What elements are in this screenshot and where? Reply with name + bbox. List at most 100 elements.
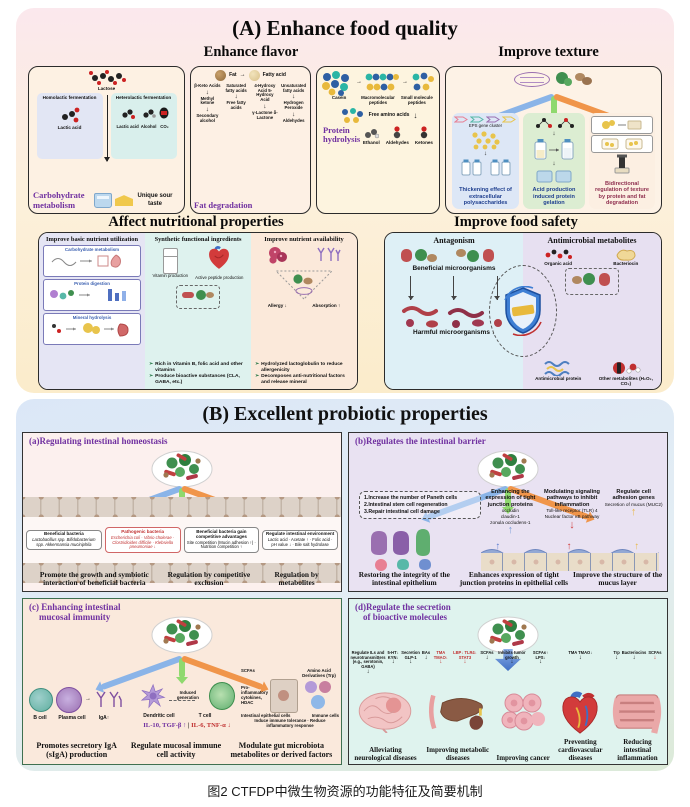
iga-group: → B cell Plasma cell IgA↑ bbox=[29, 687, 133, 721]
neuro-ann-1: Regulate ILs and neurotransmitters (e.g.… bbox=[350, 650, 386, 670]
tumor-cells-icon bbox=[501, 693, 546, 731]
signaling-column: Modulating signaling pathways to inhibit… bbox=[543, 489, 602, 535]
epithelium-strip bbox=[23, 497, 341, 517]
harmful-label: Harmful microorganisms ↓ bbox=[413, 328, 495, 336]
intestinal-epithelial-cell-icon bbox=[270, 678, 298, 713]
aldehydes: Aldehydes bbox=[282, 117, 305, 123]
small-molecule-peptides-label: Small molecule peptides bbox=[400, 95, 433, 105]
producer-microbes-box bbox=[565, 268, 619, 296]
protein-diagram-box: Protein digestion bbox=[43, 279, 141, 311]
subpanel-c-title: (c) Enhancing intestinal mucosal immunit… bbox=[29, 602, 121, 622]
antibody-icons bbox=[317, 247, 341, 261]
t-cell-label: T cell bbox=[198, 713, 212, 719]
pathogenic-bacteria-list: Escherichia coli · Vibrio cholerae · Clo… bbox=[111, 534, 175, 550]
tlr-item: Toll-like receptor (TLR) 4 bbox=[546, 507, 598, 513]
protein-degradation-box bbox=[591, 116, 653, 134]
lactose-label: Lactose bbox=[97, 86, 116, 91]
ethanol-label: Ethanol bbox=[362, 139, 380, 145]
scfas-label: SCFAs bbox=[241, 668, 255, 673]
secondary-alcohol: Secondary alcohol bbox=[196, 113, 219, 123]
microbiome-icon bbox=[150, 615, 214, 660]
up-arrow-icon: ↑ bbox=[507, 524, 514, 537]
texture-analyzer-icon bbox=[614, 154, 630, 174]
down-arrow-icon: ↓ bbox=[463, 659, 467, 666]
availability-triangle-icon bbox=[274, 270, 334, 300]
bioactive-bullet: Produce bioactive substances (CLA, GABA,… bbox=[155, 373, 240, 385]
basic-nutrient-column: Improve basic nutrient utilization Carbo… bbox=[39, 233, 145, 389]
homeostasis-label-2: Regulation by competitive exclusion bbox=[167, 569, 251, 588]
b-cell-icon bbox=[29, 688, 53, 712]
carbohydrate-metabolism-label: Carbohydrate metabolism bbox=[33, 190, 85, 210]
lactones: γ-Lactone δ-Lactone bbox=[252, 109, 278, 120]
methyl-ketone: Methyl ketone bbox=[200, 95, 215, 106]
right-arrow-icon: → bbox=[356, 79, 362, 86]
food-safety-header: Improve food safety bbox=[454, 214, 578, 230]
panel-b-probiotic-properties: (B) Excellent probiotic properties (a)Re… bbox=[16, 399, 674, 771]
hydrogen-peroxide: Hydrogen Peroxide bbox=[283, 100, 304, 111]
subpanel-b-title: (b)Regulates the intestinal barrier bbox=[355, 436, 486, 446]
competitive-advantage-body: Site competition (Mucin adhesion ↑) · Nu… bbox=[186, 539, 256, 550]
lactic-acid-molecule-icon bbox=[122, 108, 135, 119]
down-arrow-icon: ↓ bbox=[205, 88, 209, 96]
beneficial-bacteria-title: Beneficial bacteria bbox=[43, 531, 84, 537]
acid-molecules-icon bbox=[536, 118, 574, 128]
macropeptide-chains-icon bbox=[365, 73, 399, 91]
signaling-title: Modulating signaling pathways to inhibit… bbox=[544, 489, 600, 508]
harmful-microbes-icon bbox=[402, 305, 502, 328]
nfkb-item: Nuclear factor κB pathway bbox=[544, 513, 600, 519]
down-arrow-icon: ↓ bbox=[292, 110, 296, 118]
cardiovascular-label: Preventing cardiovascular diseases bbox=[558, 737, 603, 762]
right-arrow-icon: → bbox=[402, 79, 408, 86]
pro-inflammatory-label: Pro-inflammatory cytokines, HDAC bbox=[241, 685, 268, 705]
subpanel-d-title: (d)Regulate the secretion of bioactive m… bbox=[355, 602, 451, 622]
nutritional-properties-box: Improve basic nutrient utilization Carbo… bbox=[38, 232, 358, 390]
down-arrow-icon bbox=[450, 275, 457, 300]
mineral-diagram-box: Mineral hydrolysis bbox=[43, 313, 141, 345]
inflammation-column: Trp↓ Bacteriocins↓ SCFAs↓ Reducing intes… bbox=[610, 650, 665, 762]
down-arrow-icon: ↓ bbox=[391, 659, 395, 666]
beneficial-microbes-icon bbox=[401, 249, 494, 262]
protein-gel-cubes-icon bbox=[536, 170, 572, 183]
saturated-fatty-acids: Saturated fatty acids bbox=[225, 83, 247, 93]
metab-ann-2: TMA TMAO↓ bbox=[433, 650, 448, 660]
panel-a-title: (A) Enhance food quality bbox=[232, 16, 458, 40]
induced-generation-label: Induced generation bbox=[176, 689, 199, 700]
ketone-molecule-icon bbox=[420, 126, 428, 138]
iga-label: IgA↑ bbox=[98, 715, 110, 721]
inflam-ann-2: Bacteriocins bbox=[621, 650, 647, 655]
subpanel-d-title-line2: of bioactive molecules bbox=[363, 612, 447, 622]
immunity-label-3: Modulate gut microbiota metabolites or d… bbox=[230, 740, 333, 759]
mineral-diagram-title: Mineral hydrolysis bbox=[72, 315, 112, 320]
co2-molecule-icon bbox=[159, 107, 169, 119]
tolerance-label: Induce immune tolerance · Reduce inflamm… bbox=[254, 717, 326, 728]
figure-caption: 图2 CTFDP中微生物资源的功能特征及简要机制 bbox=[207, 784, 483, 799]
heart-organ-icon bbox=[562, 691, 598, 734]
subpanel-b-intestinal-barrier: (b)Regulates the intestinal barrier 1.In… bbox=[348, 432, 668, 592]
neurological-column: Regulate ILs and neurotransmitters (e.g.… bbox=[350, 650, 419, 762]
vitamin-bullet: Rich in Vitamin B, folic acid and other … bbox=[155, 361, 243, 373]
alcohol-molecule-icon bbox=[142, 108, 156, 118]
aldehydes-label: Aldehydes bbox=[385, 139, 409, 145]
dashed-arrow-icon bbox=[169, 700, 196, 702]
inflammation-label: Reducing intestinal inflammation bbox=[617, 737, 658, 762]
protein-hydrolysis-label: Protein hydrolysis bbox=[322, 125, 361, 145]
protein-hydrolysis-box: → → Casein Macromolecular peptides Small… bbox=[316, 66, 440, 214]
intestinal-environment-box: Regulate intestinal environment Lactic a… bbox=[262, 529, 338, 551]
bacteriocin-icon bbox=[616, 249, 636, 261]
subpanel-c-mucosal-immunity: (c) Enhancing intestinal mucosal immunit… bbox=[22, 598, 342, 765]
hetero-product-2: Alcohol bbox=[140, 123, 157, 129]
t-cell-icon bbox=[208, 682, 235, 710]
nutrition-header: Affect nutritional properties bbox=[108, 214, 284, 230]
casein-label: Casein bbox=[331, 95, 347, 100]
b-cell-label: B cell bbox=[33, 715, 47, 721]
metabolic-column: BAs↓ TMA TMAO↓↓ LBP↓ TLR4↓ STAT3↓ SCFAs↓… bbox=[422, 650, 494, 762]
beneficial-label: Beneficial microorganisms bbox=[412, 265, 496, 272]
allergy-tag: Allergy ↓ bbox=[267, 303, 287, 308]
cardio-ann-1: TMA TMAO↓ bbox=[568, 650, 593, 655]
down-arrow-icon: ↓ bbox=[615, 654, 619, 661]
panel-a-enhance-food-quality: (A) Enhance food quality Enhance flavor … bbox=[16, 8, 674, 393]
casein-cluster-icon bbox=[322, 71, 349, 96]
fermentation-diagram: Homolactic fermentation Lactic acid Hete… bbox=[36, 93, 177, 163]
cytokine-up-group: IL-10, TGF-β ↑ bbox=[143, 722, 187, 729]
lactic-acid-molecule-icon bbox=[61, 107, 79, 122]
